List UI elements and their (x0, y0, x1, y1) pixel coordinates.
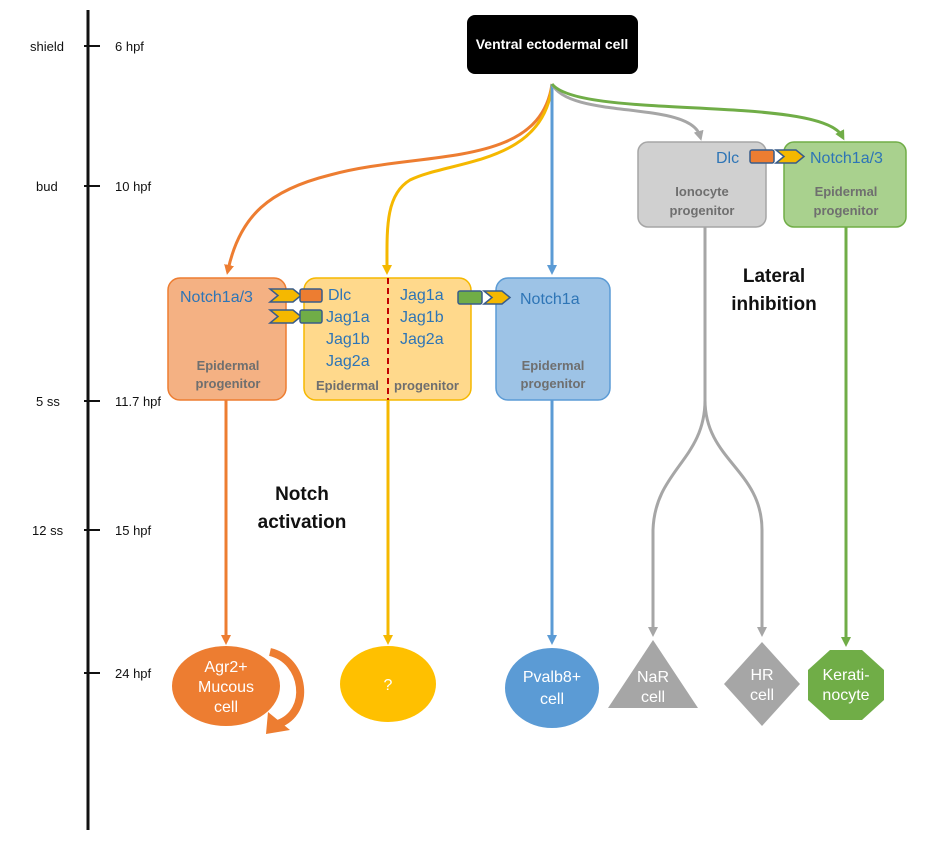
mucous-cell-line3: cell (214, 699, 238, 716)
notch-activation-line1: Notch (275, 484, 329, 505)
notch-receptor-right-icon (481, 290, 512, 305)
ionocyte-label-line2: progenitor (670, 203, 735, 218)
ionocyte-gene-dlc: Dlc (716, 150, 739, 167)
pvalb8-cell-line1: Pvalb8+ (523, 669, 581, 686)
dlc-ligand-left-icon (299, 288, 323, 303)
root-arrows (224, 82, 845, 275)
lateral-inhibition-line2: inhibition (731, 294, 816, 315)
mucous-cell: Agr2+ Mucous cell (172, 646, 280, 726)
pvalb8-cell: Pvalb8+ cell (505, 648, 599, 728)
self-renewal-arrow-icon (266, 648, 305, 734)
middle-right-gene-jag1a: Jag1a (400, 287, 444, 304)
unknown-cell: ? (340, 646, 436, 722)
epidermal-middle-box: Dlc Jag1a Jag1b Jag2a Jag1a Jag1b Jag2a … (303, 277, 472, 401)
epidermal-right-label-line1: Epidermal (522, 358, 585, 373)
notch-receptor-icon (773, 149, 806, 164)
timeline-tick-bud: bud 10 hpf (36, 179, 152, 194)
hr-cell-line2: cell (750, 687, 774, 704)
timeline-tick-5ss: 5 ss 11.7 hpf (36, 394, 161, 409)
keratinocyte-line1: Kerati- (822, 667, 869, 684)
pvalb8-cell-line2: cell (540, 691, 564, 708)
unknown-cell-label: ? (384, 677, 393, 694)
epidermal-left-label-line1: Epidermal (197, 358, 260, 373)
arrow-ionocyte-to-hr (703, 399, 767, 637)
epidermal-right-label-line2: progenitor (521, 376, 586, 391)
keratinocyte-cell: Kerati- nocyte (808, 650, 884, 720)
arrow-root-to-left (224, 83, 554, 275)
timeline-tick-24hpf: 24 hpf (84, 666, 152, 681)
stage-label-shield: shield (30, 39, 64, 54)
lateral-inhibition-line1: Lateral (743, 266, 805, 287)
epidermal-top-gene: Notch1a/3 (810, 150, 883, 167)
stage-label-5ss: 5 ss (36, 394, 60, 409)
timeline: shield 6 hpf bud 10 hpf 5 ss 11.7 hpf 12… (30, 10, 161, 830)
timeline-tick-12ss: 12 ss 15 hpf (32, 523, 152, 538)
notch-activation-line2: activation (258, 512, 347, 533)
nar-cell-line1: NaR (637, 669, 669, 686)
arrow-root-to-middle (381, 83, 554, 275)
mucous-cell-line1: Agr2+ (204, 659, 247, 676)
middle-right-gene-jag2a: Jag2a (400, 331, 444, 348)
middle-left-gene-jag1a: Jag1a (326, 309, 370, 326)
epidermal-left-gene: Notch1a/3 (180, 289, 253, 306)
root-node: Ventral ectodermal cell (467, 15, 638, 74)
middle-right-gene-jag1b: Jag1b (400, 309, 444, 326)
ionocyte-progenitor-box: Dlc Ionocyte progenitor (637, 141, 767, 228)
jag-ligand-right-icon (457, 290, 483, 305)
keratinocyte-line2: nocyte (822, 687, 869, 704)
arrow-root-to-ionocyte (550, 83, 704, 141)
terminal-arrows (221, 227, 851, 647)
epidermal-top-label-line2: progenitor (814, 203, 879, 218)
time-label-24hpf: 24 hpf (115, 666, 152, 681)
epidermal-right-gene: Notch1a (520, 291, 580, 308)
middle-label-epidermal: Epidermal (316, 378, 379, 393)
epidermal-left-label-line2: progenitor (196, 376, 261, 391)
middle-left-gene-dlc: Dlc (328, 287, 351, 304)
jag-ligand-left-icon (299, 309, 323, 324)
ionocyte-label-line1: Ionocyte (675, 184, 728, 199)
ligand-receptor-right (457, 290, 512, 305)
time-label-11-7hpf: 11.7 hpf (115, 394, 161, 409)
timeline-tick-shield: shield 6 hpf (30, 39, 144, 54)
epidermal-top-label-line1: Epidermal (815, 184, 878, 199)
time-label-10hpf: 10 hpf (115, 179, 152, 194)
middle-left-gene-jag1b: Jag1b (326, 331, 370, 348)
nar-cell-line2: cell (641, 689, 665, 706)
stage-label-bud: bud (36, 179, 58, 194)
dlc-ligand-icon (749, 149, 775, 164)
stage-label-12ss: 12 ss (32, 523, 64, 538)
dlc-notch-interaction-top (749, 149, 806, 164)
middle-label-progenitor: progenitor (394, 378, 459, 393)
epidermal-left-box: Notch1a/3 Epidermal progenitor (167, 277, 287, 401)
nar-cell: NaR cell (608, 640, 698, 708)
mucous-cell-line2: Mucous (198, 679, 254, 696)
epidermal-right-box: Notch1a Epidermal progenitor (495, 277, 611, 401)
middle-left-gene-jag2a: Jag2a (326, 353, 370, 370)
arrow-ionocyte-to-nar (648, 227, 707, 637)
ligand-receptor-left (267, 288, 323, 324)
hr-cell: HR cell (724, 642, 800, 726)
time-label-6hpf: 6 hpf (115, 39, 144, 54)
arrow-root-to-epidermal-top (550, 82, 845, 141)
time-label-15hpf: 15 hpf (115, 523, 152, 538)
root-label: Ventral ectodermal cell (476, 36, 629, 52)
hr-cell-line1: HR (750, 667, 773, 684)
